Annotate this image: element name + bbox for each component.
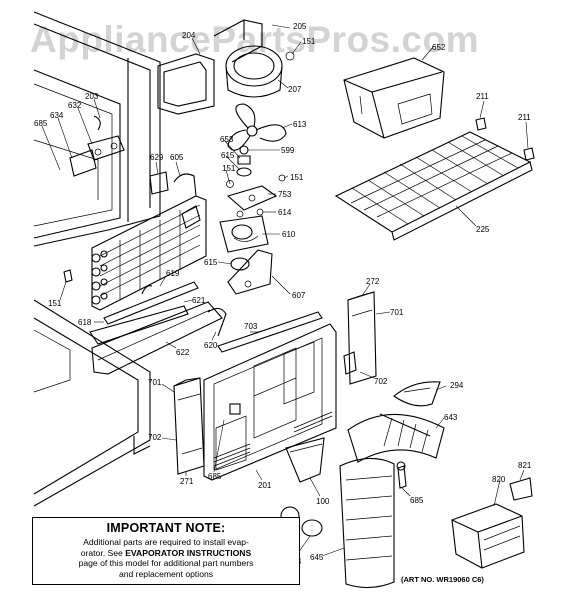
callout-203: 203 [85,92,99,101]
important-note-line-3: page of this model for additional part n… [78,558,254,568]
callout-652: 652 [432,43,446,52]
part-613-fan-blade [227,103,287,151]
callout-211: 211 [476,92,489,101]
callout-151: 151 [48,299,62,308]
part-294 [393,381,441,407]
part-272-duct-right [343,291,377,385]
part-607-mount [227,249,273,295]
callout-614: 614 [278,208,292,217]
callout-610: 610 [282,230,296,239]
callout-205: 205 [293,22,307,31]
callout-271: 271 [180,477,194,486]
part-610-motor [219,215,269,253]
watermark-text: AppliancePartsPros.com [30,19,479,60]
important-note-line-2: orator. See EVAPORATOR INSTRUCTIONS [33,548,299,559]
callout-632: 632 [68,101,82,110]
callout-753: 753 [278,190,292,199]
callout-605: 605 [170,153,184,162]
part-621-heater [103,281,199,325]
callout-701: 701 [390,308,404,317]
part-207-fan-shroud [225,45,295,98]
parts-629-605 [149,171,286,197]
parts-211-screws [475,117,535,161]
evaporator-coil [91,195,207,311]
part-620-clip [207,307,227,337]
callout-613: 613 [293,120,307,129]
callout-685: 685 [208,472,222,481]
callout-151: 151 [222,164,236,173]
part-100-duct [285,437,325,483]
callout-615: 615 [204,258,218,267]
callout-619: 619 [166,269,180,278]
callout-615: 615 [221,151,235,160]
callout-labels: 205 204 151 207 652 203 632 634 685 613 … [34,22,532,566]
part-753-bracket [226,185,278,218]
callout-225: 225 [476,225,490,234]
callout-634: 634 [50,111,64,120]
important-note-box: IMPORTANT NOTE: Additional parts are req… [32,517,300,585]
callout-653: 653 [220,135,234,144]
callout-820: 820 [492,475,506,484]
important-note-line-2-pre: orator. See [80,547,126,558]
callout-151: 151 [290,173,304,182]
part-652-ice-bucket [343,57,445,139]
evaporator-instructions-ref: EVAPORATOR INSTRUCTIONS [125,547,252,558]
art-number: (ART NO. WR19060 C6) [401,575,484,584]
parts-151-screws [63,269,73,283]
callout-151: 151 [302,37,316,46]
cabinet-liner [33,11,161,507]
callout-620: 620 [204,341,218,350]
callout-702: 702 [374,377,388,386]
part-703-rod [217,311,323,353]
callout-207: 207 [288,85,302,94]
part-201-evaporator-cover [203,323,337,481]
callout-294: 294 [450,381,464,390]
callout-685: 685 [34,119,48,128]
callout-100: 100 [316,497,330,506]
parts-599-653-615 [236,145,252,177]
part-643-dispenser-housing [347,413,445,463]
important-note-line-4: and replacement options [118,568,214,579]
callout-607: 607 [292,291,306,300]
callout-211: 211 [518,113,531,122]
callout-272: 272 [366,277,380,286]
callout-703: 703 [244,322,258,331]
part-645-chute [339,457,395,589]
part-820-ice-maker [451,477,533,569]
callout-643: 643 [444,413,458,422]
callout-622: 622 [176,348,190,357]
callout-204: 204 [182,31,196,40]
part-622-drain-pan [89,301,223,375]
leader-lines [41,24,529,557]
callout-629: 629 [150,153,164,162]
important-note-title: IMPORTANT NOTE: [106,521,226,535]
callout-645: 645 [310,553,324,562]
callout-599: 599 [281,146,295,155]
part-632-bracket [69,115,125,177]
callout-685: 685 [410,496,424,505]
callout-618: 618 [78,318,92,327]
important-note-line-1: Additional parts are required to install… [83,537,249,547]
part-701-duct-left [173,377,205,475]
callout-821: 821 [518,461,532,470]
callout-621: 621 [192,296,206,305]
part-204-bracket [157,19,263,115]
callout-201: 201 [258,481,272,490]
callout-702: 702 [148,433,162,442]
part-685-screw [396,461,407,489]
callout-701: 701 [148,378,162,387]
part-225-wire-shelf [334,131,533,241]
important-note-text: Additional parts are required to install… [33,537,299,579]
